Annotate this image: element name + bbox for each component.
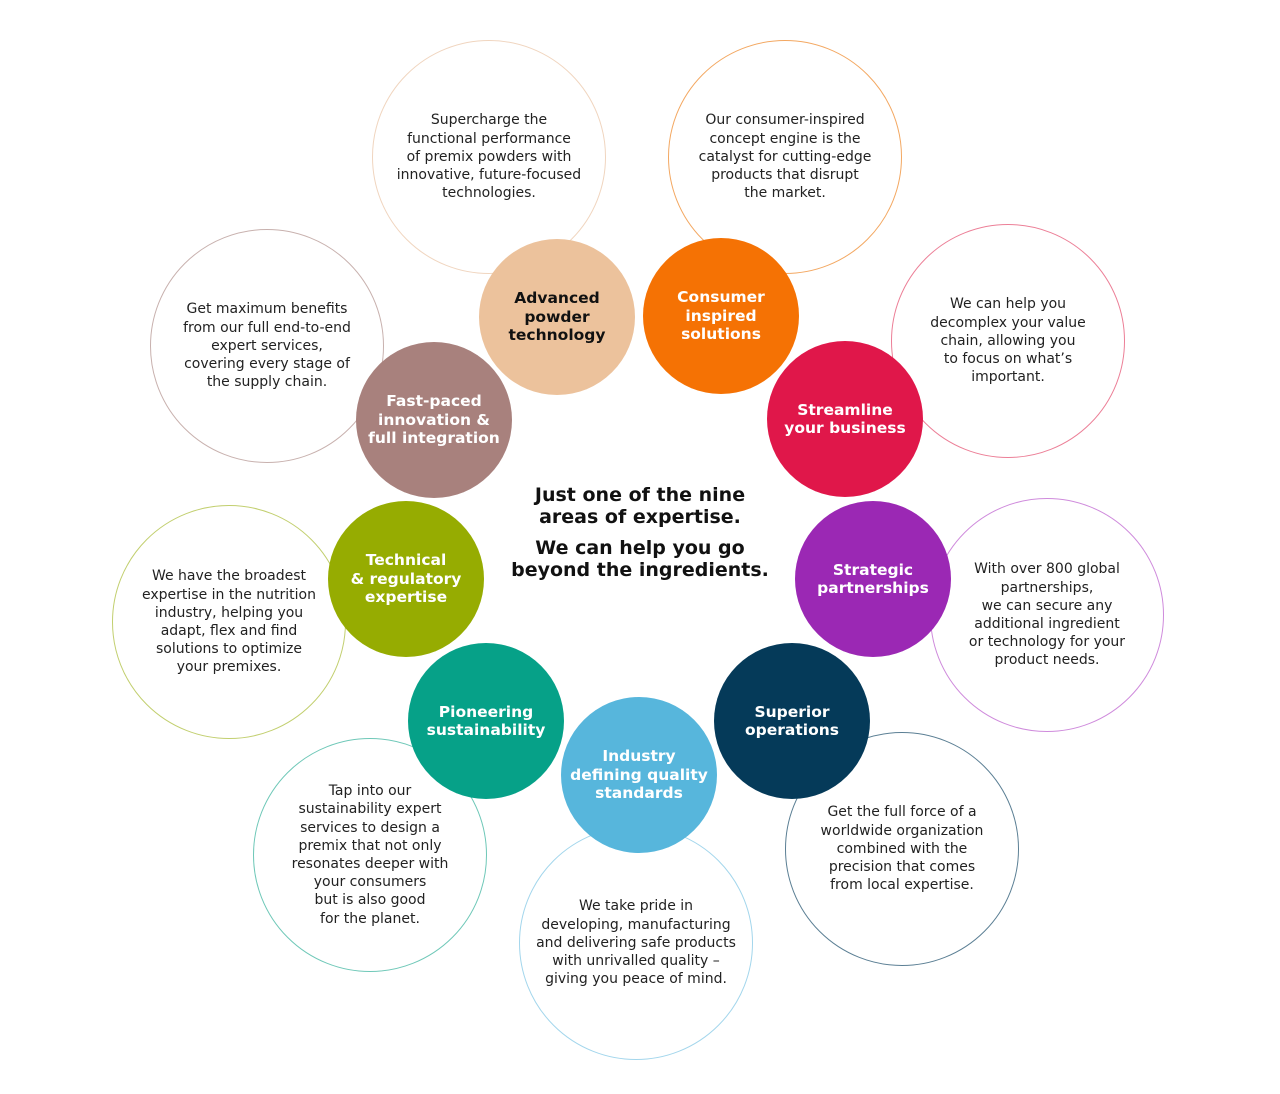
area-label: Fast-paced innovation & full integration	[368, 392, 500, 448]
area-label-circle: Fast-paced innovation & full integration	[356, 342, 512, 498]
area-description-circle: We take pride in developing, manufacturi…	[519, 826, 753, 1060]
area-label: Consumer inspired solutions	[677, 288, 765, 344]
area-description-circle: Get the full force of a worldwide organi…	[785, 732, 1019, 966]
area-label-circle: Pioneering sustainability	[408, 643, 564, 799]
area-description: We take pride in developing, manufacturi…	[536, 898, 736, 988]
area-label-circle: Superior operations	[714, 643, 870, 799]
center-subheading: We can help you go beyond the ingredient…	[511, 537, 769, 581]
area-label: Streamline your business	[784, 400, 906, 437]
area-description: We can help you decomplex your value cha…	[930, 296, 1086, 386]
area-description: Supercharge the functional performance o…	[396, 112, 582, 202]
area-label-circle: Technical & regulatory expertise	[328, 501, 484, 657]
area-description: With over 800 global partnerships, we ca…	[968, 561, 1126, 669]
center-message: Just one of the nine areas of expertise.…	[490, 484, 790, 590]
area-label-circle: Consumer inspired solutions	[643, 238, 799, 394]
area-label: Technical & regulatory expertise	[350, 551, 462, 607]
area-description-circle: We have the broadest expertise in the nu…	[112, 505, 346, 739]
area-description: Tap into our sustainability expert servi…	[291, 783, 449, 927]
area-label-circle: Advanced powder technology	[479, 239, 635, 395]
area-label: Superior operations	[745, 702, 839, 739]
area-description-circle: With over 800 global partnerships, we ca…	[930, 498, 1164, 732]
area-description: Get maximum benefits from our full end-t…	[183, 301, 351, 391]
area-label: Industry defining quality standards	[570, 747, 708, 803]
area-description-circle: Tap into our sustainability expert servi…	[253, 738, 487, 972]
area-description-circle: We can help you decomplex your value cha…	[891, 224, 1125, 458]
area-description-circle: Our consumer-inspired concept engine is …	[668, 40, 902, 274]
area-label-circle: Industry defining quality standards	[561, 697, 717, 853]
area-description-circle: Get maximum benefits from our full end-t…	[150, 229, 384, 463]
area-description: Get the full force of a worldwide organi…	[820, 804, 984, 894]
area-label-circle: Strategic partnerships	[795, 501, 951, 657]
area-label: Advanced powder technology	[508, 289, 606, 345]
area-description: Our consumer-inspired concept engine is …	[698, 112, 872, 202]
center-heading: Just one of the nine areas of expertise.	[534, 484, 746, 528]
area-description-circle: Supercharge the functional performance o…	[372, 40, 606, 274]
area-description: We have the broadest expertise in the nu…	[142, 568, 316, 676]
area-label-circle: Streamline your business	[767, 341, 923, 497]
area-label: Pioneering sustainability	[426, 702, 546, 739]
area-label: Strategic partnerships	[817, 560, 929, 597]
